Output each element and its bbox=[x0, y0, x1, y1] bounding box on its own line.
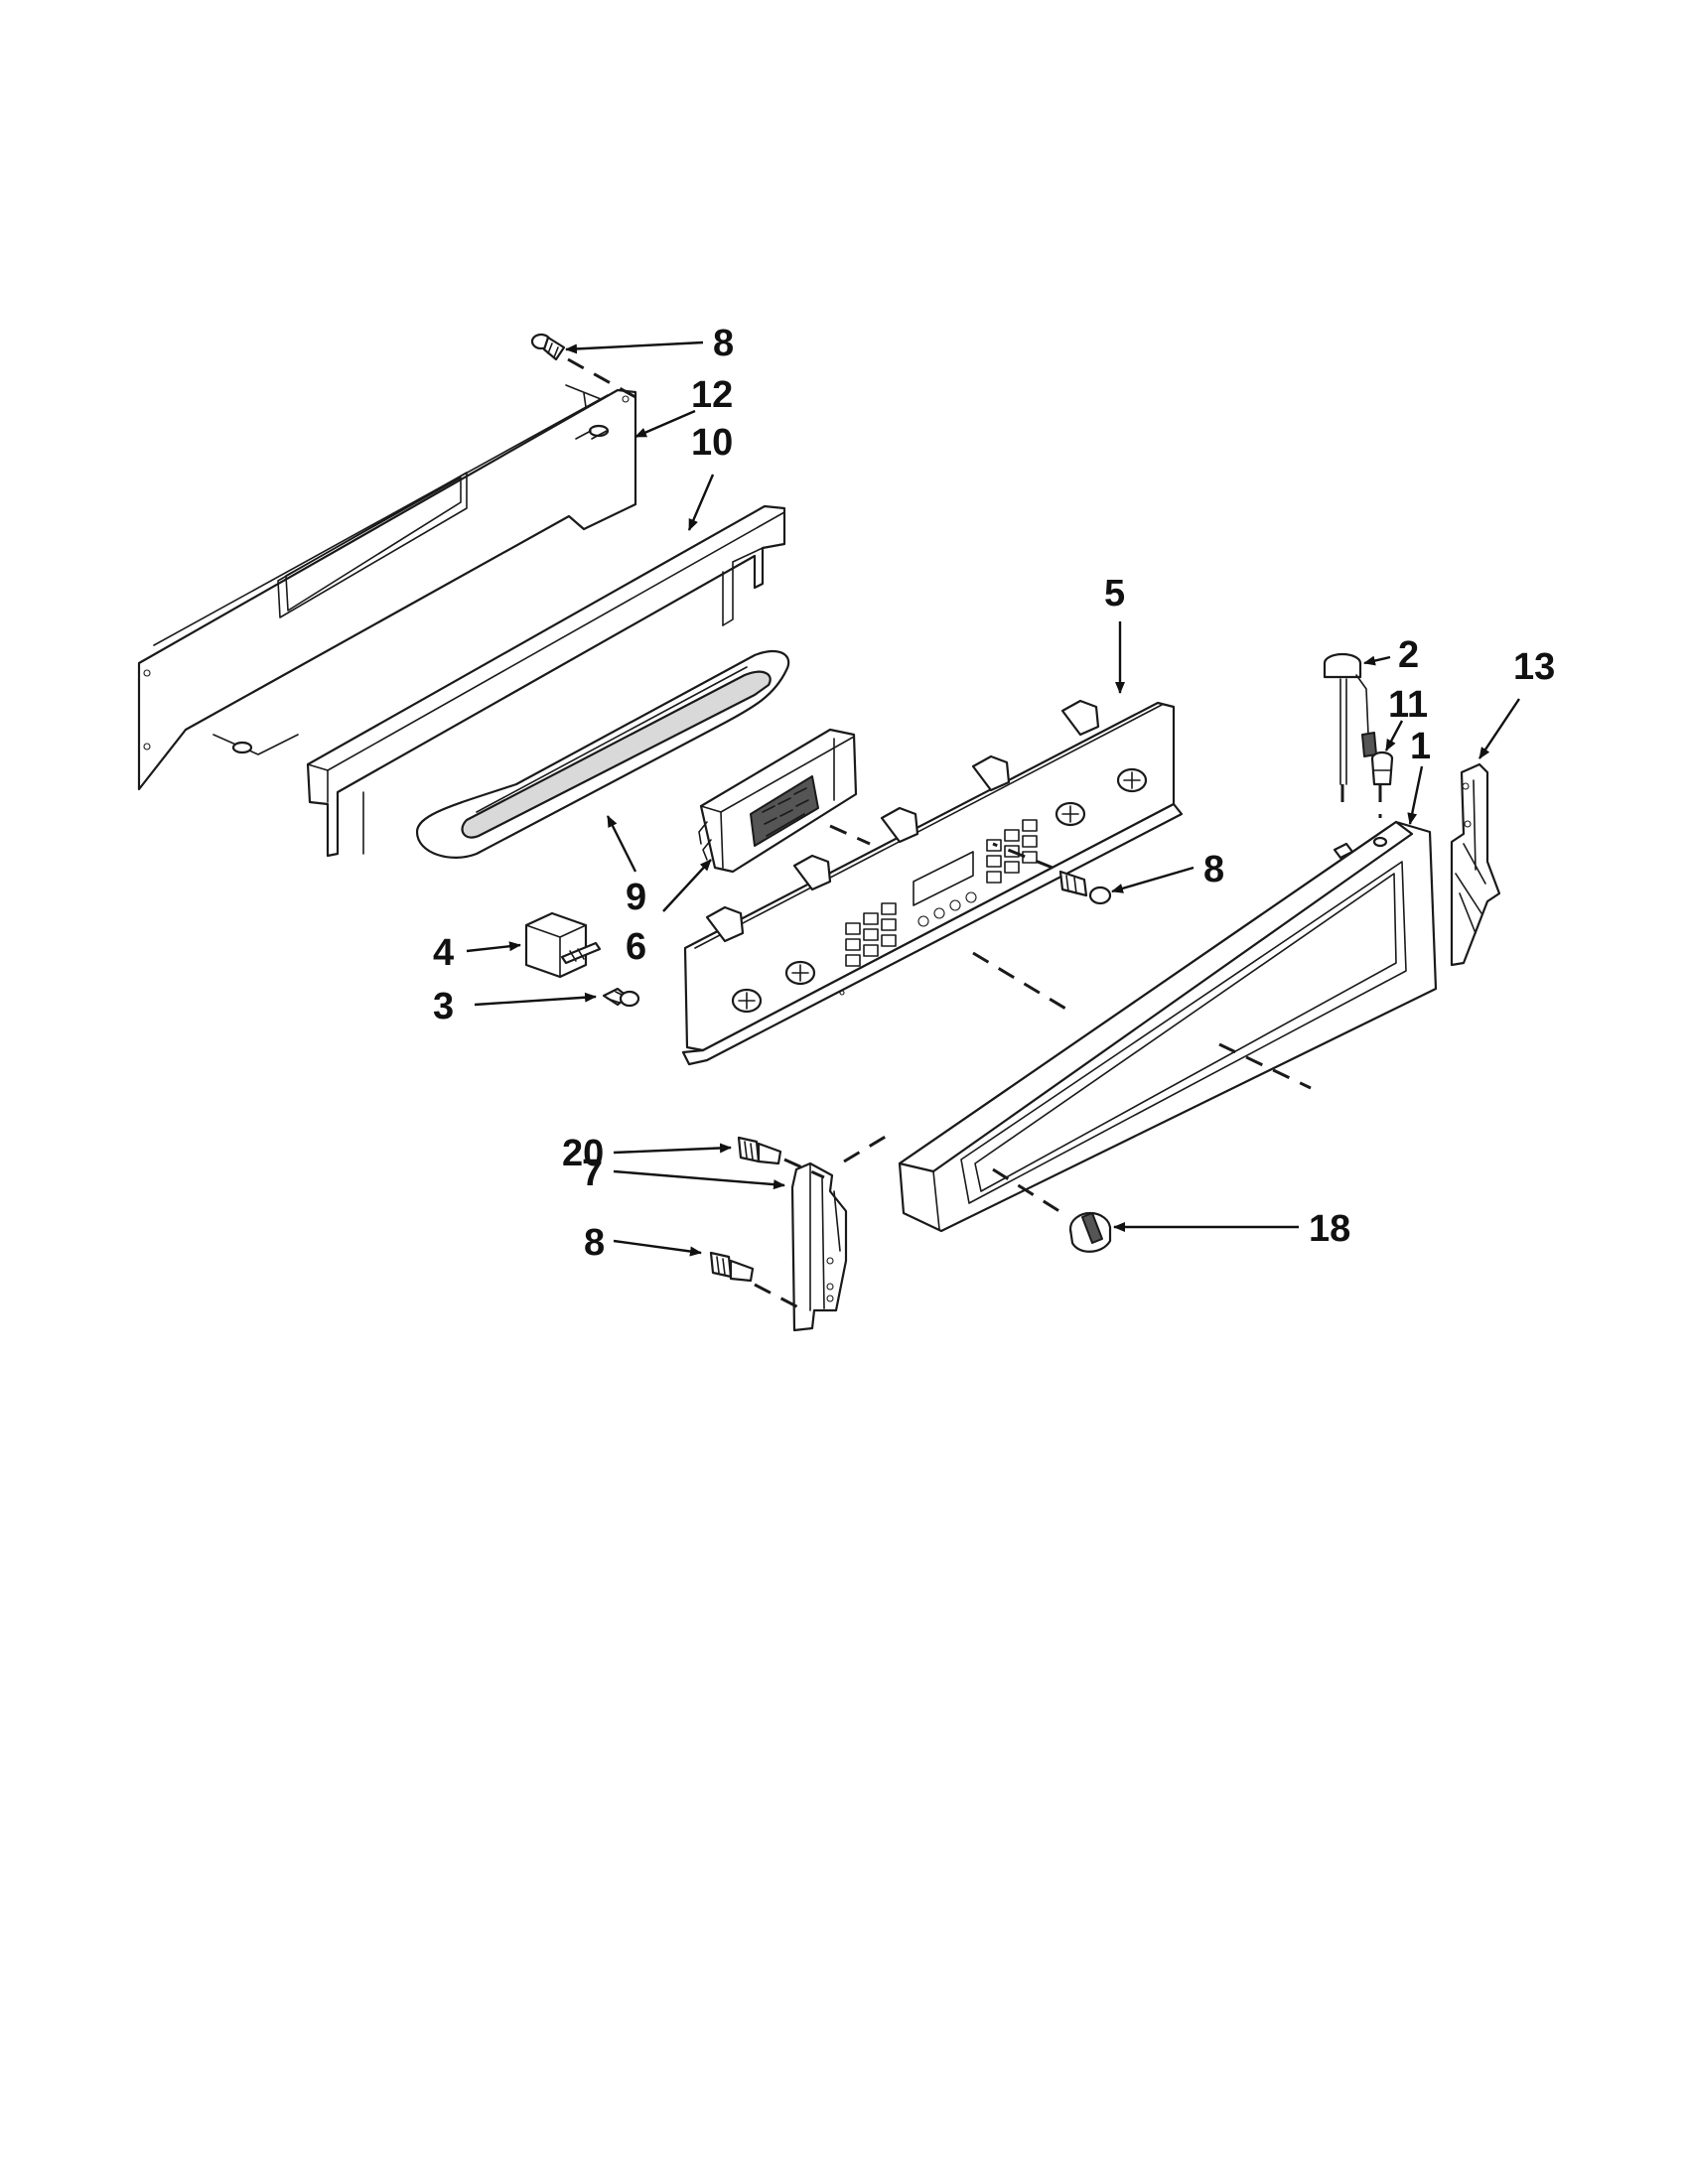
leader-6 bbox=[662, 859, 712, 912]
callout-4: 4 bbox=[433, 932, 454, 974]
leader-10 bbox=[687, 474, 715, 531]
callout-10: 10 bbox=[691, 422, 733, 464]
leader-8-mid bbox=[1111, 866, 1195, 893]
part-indicator-lamp bbox=[1370, 751, 1394, 786]
part-handle-trim bbox=[415, 649, 790, 859]
part-control-board bbox=[698, 728, 858, 874]
callout-18: 18 bbox=[1309, 1208, 1350, 1250]
callout-1: 1 bbox=[1410, 726, 1431, 767]
leader-13 bbox=[1478, 698, 1520, 759]
callout-6: 6 bbox=[626, 926, 646, 968]
leader-20 bbox=[613, 1143, 732, 1155]
part-switch-block bbox=[524, 911, 602, 979]
part-left-end-bracket bbox=[790, 1161, 848, 1332]
leader-8-bottom bbox=[613, 1239, 702, 1257]
callout-3: 3 bbox=[433, 986, 454, 1027]
leader-1 bbox=[1407, 765, 1424, 825]
leader-3 bbox=[474, 992, 597, 1007]
leader-2 bbox=[1363, 655, 1391, 666]
leader-11 bbox=[1384, 720, 1404, 751]
leader-9 bbox=[606, 815, 637, 873]
part-control-console bbox=[681, 699, 1184, 1066]
callout-2: 2 bbox=[1398, 634, 1419, 676]
callout-8-mid: 8 bbox=[1203, 849, 1224, 890]
callout-labels: 8 12 10 5 2 13 11 1 9 6 8 4 3 20 7 18 8 bbox=[433, 323, 1555, 1264]
part-igniter-switch bbox=[1323, 652, 1377, 785]
assembly-dash-lines bbox=[567, 357, 1382, 1310]
part-control-knob bbox=[1068, 1211, 1112, 1253]
leader-12 bbox=[634, 409, 696, 439]
leader-7 bbox=[613, 1169, 785, 1190]
callout-8-top: 8 bbox=[713, 323, 734, 364]
part-right-end-bracket bbox=[1450, 762, 1501, 967]
callout-5: 5 bbox=[1104, 573, 1125, 614]
part-main-panel-trim bbox=[898, 820, 1438, 1233]
callout-8-bottom: 8 bbox=[584, 1222, 605, 1264]
callout-12: 12 bbox=[691, 374, 733, 416]
part-top-trim-rail bbox=[306, 504, 786, 858]
part-screw-8-top bbox=[530, 333, 566, 361]
leader-arrows bbox=[466, 341, 1520, 1257]
part-screw-8-bottom bbox=[709, 1251, 755, 1283]
callout-7: 7 bbox=[582, 1153, 603, 1194]
callout-20: 20 bbox=[562, 1133, 604, 1174]
part-screw-20 bbox=[737, 1136, 782, 1165]
leader-4 bbox=[466, 941, 521, 953]
callout-13: 13 bbox=[1513, 646, 1555, 688]
leader-8-top bbox=[565, 341, 704, 354]
callout-11: 11 bbox=[1388, 684, 1428, 726]
part-screw-3 bbox=[602, 987, 640, 1008]
callout-9: 9 bbox=[626, 877, 646, 918]
part-screw-8-mid bbox=[1058, 870, 1112, 905]
